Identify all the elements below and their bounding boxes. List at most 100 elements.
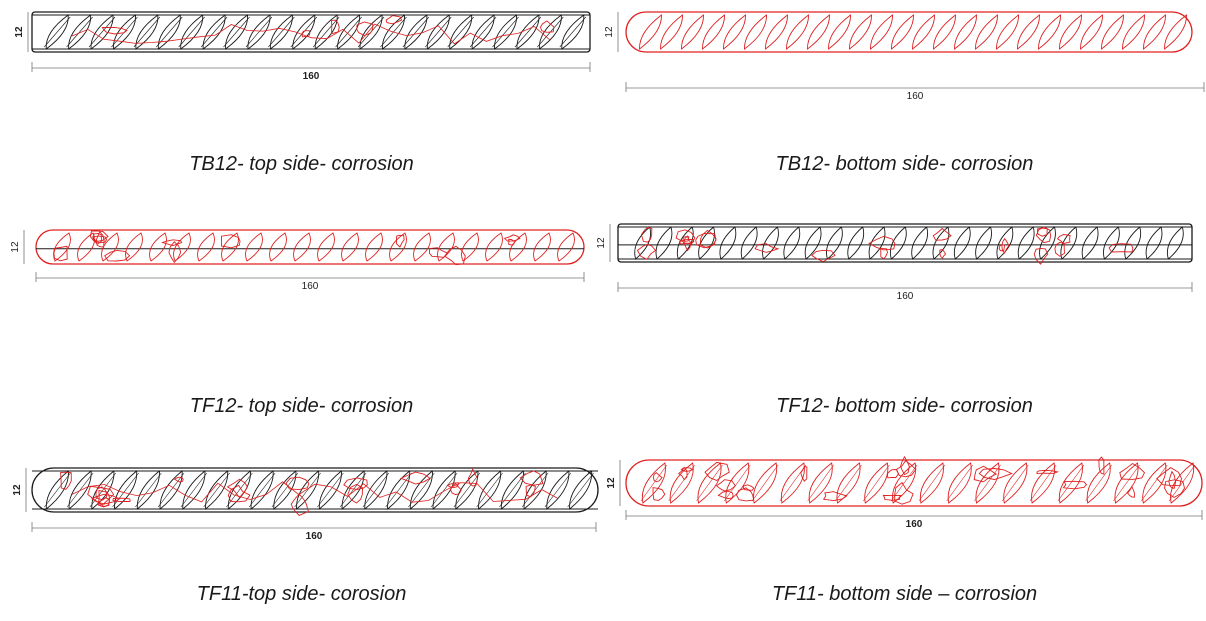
caption-tf11-bottom: TF11- bottom side – corrosion [771,583,1038,605]
corrosion-contour [449,482,462,495]
corrosion-contour [90,493,121,505]
rib [205,470,229,510]
corrosion-contour [385,15,403,25]
corrosion-contour [880,247,888,260]
rib [68,14,92,50]
rib-axis [66,16,93,48]
corrosion-contour [53,245,68,262]
rib-axis [180,472,208,508]
corrosion-contour [800,465,808,482]
rib [932,226,950,260]
rib-axis [696,464,723,502]
corrosion-contour [882,494,903,501]
corrosion-contour [742,484,755,491]
rib-axis [499,472,526,508]
rebar-drawing-tf11-top: 160 12 [12,467,599,542]
caption-tb12-top: TB12- top side- corrosion [189,153,414,175]
rib-axis [918,464,946,502]
rib [53,232,71,262]
bar-outline [625,459,1203,507]
rib [341,470,365,510]
corrosion-contour [1056,234,1071,244]
rib-axis [430,472,458,508]
rib [1081,226,1099,260]
dimension-label-width: 160 [906,519,923,530]
corrosion-contour [680,467,694,472]
rib [173,232,191,262]
corrosion-contour [227,484,251,503]
rib [765,14,788,50]
rib [182,470,206,510]
rib-axis [44,472,71,508]
rib [314,14,338,50]
rib-axis [268,16,295,48]
rib-axis [271,472,299,508]
rib-axis [294,472,321,508]
rib [870,14,893,50]
rib [180,14,204,50]
rib [1164,14,1187,50]
rib [250,470,274,510]
corrosion-contour [895,460,917,478]
rib [639,14,662,50]
rib [471,14,495,50]
rib-axis [362,472,390,508]
rib-axis [66,472,94,508]
bar-outline [625,11,1193,53]
rib [1038,14,1061,50]
corrosion-contour [1098,456,1105,475]
rib [847,226,865,260]
corrosion-contour [356,21,374,36]
rib [1080,14,1103,50]
rib [807,14,830,50]
corrosion-contour [1164,479,1185,498]
rib [1059,14,1082,50]
rib [494,14,517,50]
rib [891,14,914,50]
rib [557,232,575,262]
corrosion-contour [503,234,521,242]
corrosion-contour [868,235,896,251]
rib [359,14,383,50]
rib-axis [751,464,779,502]
corrosion-contour [1156,467,1182,487]
rib [101,232,119,262]
rib [1145,226,1163,260]
corrosion-contour [735,487,755,502]
corrosion-contour [811,249,836,262]
rib-axis [425,16,452,48]
rib [245,232,263,262]
dimension-label-height: 12 [12,484,23,496]
rib-axis [492,16,519,48]
rib [1086,462,1111,504]
rib [478,470,502,510]
rib [1167,226,1184,260]
caption-tb12-bottom: TB12- bottom side- corrosion [775,153,1034,175]
corrosion-contour [640,226,653,243]
rib-axis [1057,464,1085,502]
rib [114,470,138,510]
corrosion-contour [428,247,449,258]
rib [523,470,547,510]
rib-axis [544,472,572,508]
rib-axis [1141,464,1168,502]
bar-outline [31,467,599,513]
rib [149,232,167,262]
rib-axis [974,464,1001,502]
corrosion-contour [343,477,368,490]
dimension-label-width: 160 [306,531,323,542]
rib [382,14,405,50]
rib [1142,462,1167,504]
rib [1003,462,1028,504]
rib [225,14,248,50]
corrosion-contour [104,249,131,262]
corrosion-contour [715,479,736,492]
rib [387,470,411,510]
rib [413,232,431,262]
rib-axis [640,464,668,502]
